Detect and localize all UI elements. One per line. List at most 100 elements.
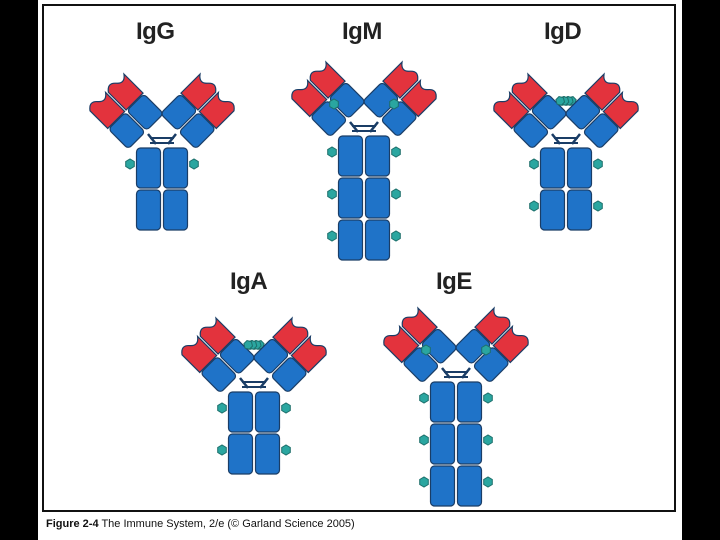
glycan-hexagon-icon bbox=[217, 402, 227, 414]
heavy-chain-constant-domain bbox=[455, 328, 491, 364]
isotype-label-igd: IgD bbox=[544, 18, 582, 45]
isotype-label-ige: IgE bbox=[436, 268, 472, 295]
glycan-hexagon-icon bbox=[327, 146, 337, 158]
fab-arm bbox=[555, 72, 639, 148]
immunoglobulin-y-icon bbox=[383, 306, 529, 507]
slide-page: IgG IgM IgD IgA IgE Figure 2-4 The Immun… bbox=[38, 0, 682, 540]
glycan-hexagon-icon bbox=[391, 146, 401, 158]
heavy-chain-constant-domain bbox=[127, 94, 163, 130]
light-chain-variable-domain bbox=[290, 334, 327, 374]
fab-arm bbox=[291, 60, 365, 136]
glycan-hexagon-icon bbox=[189, 158, 199, 170]
heavy-chain-variable-domain bbox=[272, 316, 309, 355]
fc-heavy-domain bbox=[254, 391, 281, 433]
light-chain-constant-domain bbox=[271, 357, 307, 392]
glycan-hexagon-icon bbox=[419, 476, 429, 488]
light-chain-variable-domain bbox=[181, 334, 218, 374]
fc-heavy-domain bbox=[456, 423, 483, 465]
glycan-hexagon-icon bbox=[483, 476, 493, 488]
immunoglobulin-y-icon bbox=[89, 72, 235, 231]
fc-heavy-domain bbox=[456, 465, 483, 507]
isotype-label-igg: IgG bbox=[136, 18, 175, 45]
fc-heavy-domain bbox=[254, 433, 281, 475]
glycan-hexagon-icon bbox=[391, 230, 401, 242]
light-chain-constant-domain bbox=[381, 101, 417, 136]
glycan-hexagon-icon bbox=[419, 434, 429, 446]
isotype-label-iga: IgA bbox=[230, 268, 268, 295]
glycan-hexagon-icon bbox=[419, 392, 429, 404]
isotype-label-igm: IgM bbox=[342, 18, 382, 45]
fab-arm bbox=[89, 72, 163, 148]
heavy-chain-variable-domain bbox=[511, 72, 548, 111]
fc-heavy-domain bbox=[337, 177, 364, 219]
light-chain-constant-domain bbox=[179, 113, 215, 148]
fc-heavy-domain bbox=[162, 147, 189, 189]
fc-heavy-domain bbox=[539, 189, 566, 231]
antibody-diagram bbox=[89, 60, 639, 507]
light-chain-variable-domain bbox=[89, 90, 126, 130]
glycan-hexagon-icon bbox=[389, 98, 399, 110]
glycan-hexagon-icon bbox=[281, 444, 291, 456]
fc-heavy-domain bbox=[337, 219, 364, 261]
light-chain-constant-domain bbox=[109, 113, 145, 148]
heavy-chain-variable-domain bbox=[474, 306, 511, 345]
glycan-hexagon-icon bbox=[327, 230, 337, 242]
heavy-chain-variable-domain bbox=[107, 72, 144, 111]
light-chain-variable-domain bbox=[383, 324, 420, 364]
heavy-chain-constant-domain bbox=[421, 328, 457, 364]
mirror-group bbox=[455, 306, 529, 382]
fc-heavy-domain bbox=[566, 147, 593, 189]
light-chain-constant-domain bbox=[201, 357, 237, 392]
light-chain-constant-domain bbox=[513, 113, 549, 148]
glycan-hexagon-icon bbox=[483, 392, 493, 404]
glycan-hexagon-icon bbox=[329, 98, 339, 110]
figure-panel: IgG IgM IgD IgA IgE bbox=[42, 4, 676, 512]
light-chain-constant-domain bbox=[403, 347, 439, 382]
figure-caption: Figure 2-4 The Immune System, 2/e (© Gar… bbox=[46, 518, 355, 530]
light-chain-constant-domain bbox=[473, 347, 509, 382]
fc-heavy-domain bbox=[337, 135, 364, 177]
glycan-hexagon-icon bbox=[555, 96, 566, 106]
heavy-chain-constant-domain bbox=[253, 338, 289, 374]
fc-heavy-domain bbox=[364, 135, 391, 177]
light-chain-variable-domain bbox=[493, 90, 530, 130]
fc-heavy-domain bbox=[566, 189, 593, 231]
fab-arm bbox=[243, 316, 327, 392]
heavy-chain-variable-domain bbox=[401, 306, 438, 345]
light-chain-variable-domain bbox=[198, 90, 235, 130]
glycan-hexagon-icon bbox=[327, 188, 337, 200]
glycan-hexagon-icon bbox=[421, 344, 431, 356]
light-chain-variable-domain bbox=[400, 78, 437, 118]
heavy-chain-variable-domain bbox=[309, 60, 346, 99]
heavy-chain-constant-domain bbox=[329, 82, 365, 118]
fc-heavy-domain bbox=[227, 433, 254, 475]
mirror-group bbox=[161, 72, 235, 148]
figure-number: Figure 2-4 bbox=[46, 518, 99, 530]
heavy-chain-variable-domain bbox=[180, 72, 217, 111]
immunoglobulin-y-icon bbox=[181, 316, 327, 475]
light-chain-variable-domain bbox=[492, 324, 529, 364]
light-chain-variable-domain bbox=[602, 90, 639, 130]
glycan-hexagon-icon bbox=[593, 200, 603, 212]
glycan-hexagon-icon bbox=[125, 158, 135, 170]
glycan-hexagon-icon bbox=[243, 340, 254, 350]
fab-arm bbox=[383, 306, 457, 382]
fab-arm bbox=[161, 72, 235, 148]
heavy-chain-variable-domain bbox=[584, 72, 621, 111]
light-chain-constant-domain bbox=[311, 101, 347, 136]
mirror-group bbox=[363, 60, 437, 136]
fc-heavy-domain bbox=[429, 465, 456, 507]
glycan-hexagon-icon bbox=[281, 402, 291, 414]
fc-heavy-domain bbox=[227, 391, 254, 433]
light-chain-variable-domain bbox=[291, 78, 328, 118]
heavy-chain-variable-domain bbox=[199, 316, 236, 355]
glycan-hexagon-icon bbox=[481, 344, 491, 356]
immunoglobulin-y-icon bbox=[291, 60, 437, 261]
mirror-group bbox=[555, 72, 639, 148]
glycan-hexagon-icon bbox=[529, 158, 539, 170]
glycan-hexagon-icon bbox=[593, 158, 603, 170]
fc-heavy-domain bbox=[135, 189, 162, 231]
caption-text: The Immune System, 2/e (© Garland Scienc… bbox=[101, 518, 355, 530]
glycan-hexagon-icon bbox=[529, 200, 539, 212]
glycan-hexagon-icon bbox=[483, 434, 493, 446]
